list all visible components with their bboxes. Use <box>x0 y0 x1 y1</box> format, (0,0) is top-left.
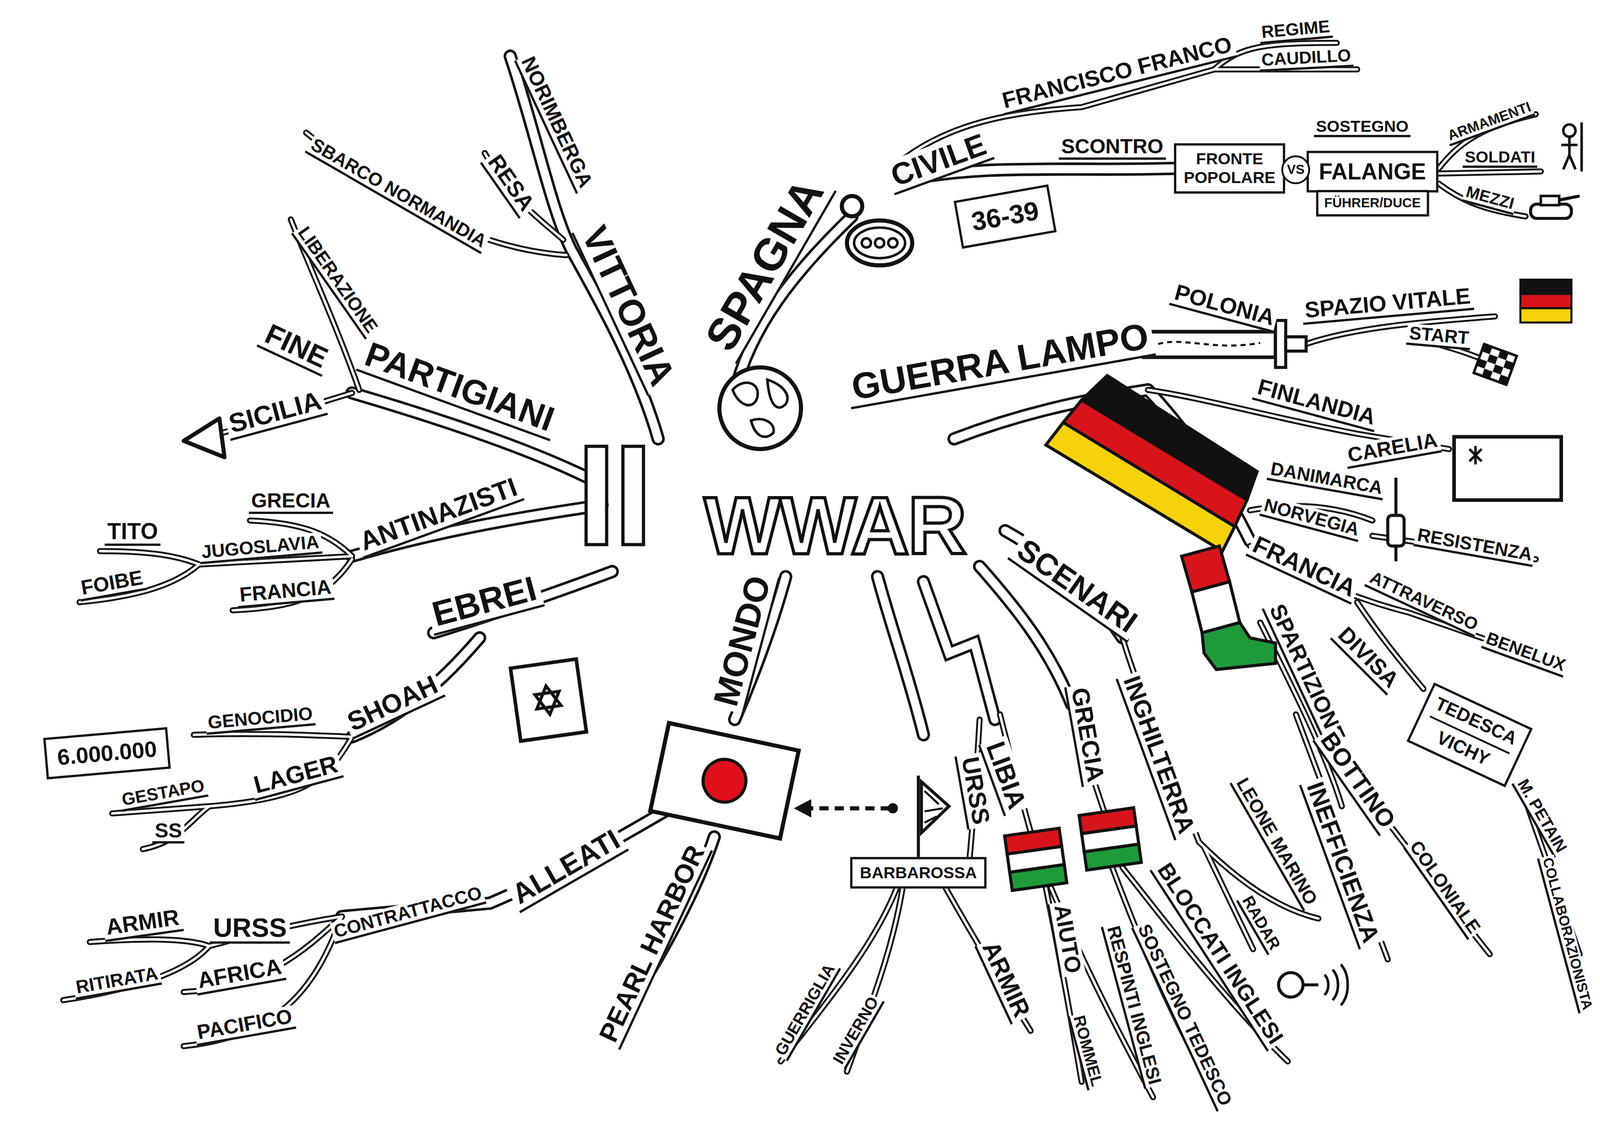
branch-label: NORVEGIA <box>1259 494 1364 542</box>
text-box: BARBAROSSA <box>850 856 987 889</box>
box-text: FALANGE <box>1318 158 1426 184</box>
branch-label: EBREI <box>424 568 545 636</box>
branch-label: START <box>1406 323 1472 351</box>
branch-label: FINE <box>256 317 336 377</box>
central-title: II WWAR <box>576 423 1006 577</box>
text-box: FRONTE POPOLARE <box>1174 143 1285 194</box>
branch-label: GRECIA <box>248 490 334 514</box>
branch-label: FRANCIA <box>236 576 335 609</box>
branch-label: ARMAMENTI <box>1444 98 1536 146</box>
box-text: 36-39 <box>969 195 1042 238</box>
branch-label: TITO <box>104 519 162 546</box>
branch-label: ROMMEL <box>1067 1011 1106 1091</box>
title-text: II <box>576 423 651 567</box>
text-box: FÜHRER/DUCE <box>1315 189 1429 217</box>
branch-label: SBARCO NORMANDIA <box>304 133 492 254</box>
branch-label: GRECIA <box>1064 682 1110 787</box>
connector-label: VS <box>1281 155 1310 185</box>
branch-label: COLLABORAZIONISTA <box>1537 854 1596 1014</box>
box-text: 6.000.000 <box>56 735 158 771</box>
branch-label: SPAGNA <box>694 166 837 365</box>
branch-label: LIBERAZIONE <box>290 221 383 340</box>
branch-label: SICILIA <box>222 385 329 442</box>
branch-label: URSS <box>210 913 291 944</box>
branch-label: SPARTIZIONE <box>1261 597 1351 749</box>
branch-label: POLONIA <box>1169 279 1280 333</box>
box-text: BARBAROSSA <box>859 862 977 882</box>
text-box: TEDESCAVICHY <box>1406 682 1533 788</box>
branch-label: RESA <box>480 148 541 220</box>
branch-label: SS <box>152 819 185 844</box>
text-box: FALANGE <box>1306 150 1439 193</box>
branch-label: BENELUX <box>1481 628 1570 678</box>
branch-label: GUERRIGLIA <box>770 959 841 1062</box>
branch-label: COLONIALE <box>1402 835 1486 940</box>
branch-label: AFRICA <box>193 953 287 996</box>
box-text: FÜHRER/DUCE <box>1324 195 1421 211</box>
text-box: 36-39 <box>953 184 1057 249</box>
branch-label: ARMIR <box>974 934 1036 1025</box>
branch-label: GENOCIDIO <box>204 703 316 735</box>
text-box: 6.000.000 <box>43 727 172 780</box>
title-text: WWAR <box>704 484 965 566</box>
branch-label: ALLEATI <box>504 822 630 913</box>
branch-label: DIVISA <box>1330 620 1406 696</box>
box-text: FRONTE POPOLARE <box>1183 149 1276 188</box>
branch-label: SOSTEGNO <box>1314 118 1411 138</box>
branch-label: RESISTENZA <box>1413 524 1536 567</box>
branch-label: SOLDATI <box>1462 148 1537 168</box>
branch-label: PACIFICO <box>193 1005 297 1046</box>
branch-label: INVERNO <box>829 991 885 1070</box>
branch-label: FRANCIA <box>1245 530 1363 605</box>
branch-label: RITIRATA <box>72 963 162 1001</box>
branch-label: AIUTO <box>1047 899 1086 978</box>
branch-label: SCONTRO <box>1058 135 1166 160</box>
branch-label: PEARL HARBOR <box>592 838 713 1051</box>
branch-label: ARMIR <box>102 905 184 942</box>
branch-label: SHOAH <box>340 668 446 740</box>
